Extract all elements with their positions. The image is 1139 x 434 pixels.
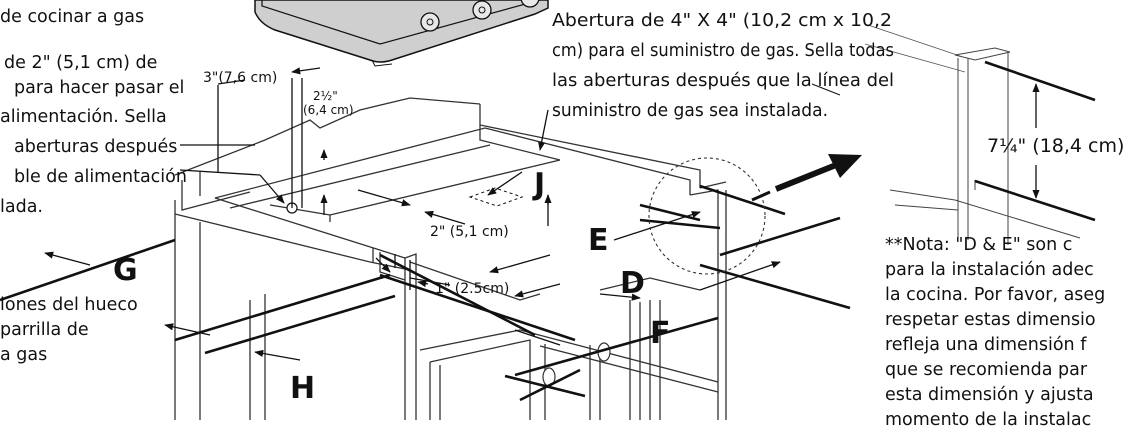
detail-dimension-lines	[974, 60, 1096, 222]
note-line: **Nota: "D & E" son c	[885, 235, 1072, 255]
note-line: cm) para el suministro de gas. Sella tod…	[552, 41, 894, 61]
label-h: H	[290, 371, 315, 406]
note-recommended-dimensions: **Nota: "D & E" son c para la instalació…	[885, 235, 1105, 430]
note-line: parrilla de	[0, 320, 89, 340]
label-g: G	[113, 253, 138, 288]
callout-arrow	[751, 154, 862, 202]
dim-2half-in-label: 2½"	[313, 89, 338, 103]
cooktop-illustration	[254, 0, 549, 67]
note-line: la cocina. Por favor, aseg	[885, 285, 1105, 305]
dim-1in-label: 1" (2.5cm)	[435, 281, 509, 297]
dim-3in-label: 3"(7,6 cm)	[203, 70, 277, 86]
label-j: J	[532, 167, 545, 202]
note-cutout-dimensions: iones del hueco parrilla de a gas	[0, 295, 138, 365]
note-line: ble de alimentación	[14, 167, 187, 187]
note-line: que se recomienda par	[885, 360, 1088, 380]
note-line: alimentación. Sella	[0, 107, 167, 127]
dim-2half-cm-label: (6,4 cm)	[303, 103, 354, 117]
note-line: lada.	[0, 197, 43, 217]
note-line: momento de la instalac	[885, 410, 1091, 430]
cooktop-knob-icon	[472, 0, 492, 20]
label-e: E	[588, 223, 609, 258]
note-line: refleja una dimensión f	[885, 335, 1087, 355]
note-gas-opening: Abertura de 4" X 4" (10,2 cm x 10,2 cm) …	[552, 11, 894, 121]
note-electrical-hole: de 2" (5,1 cm) de para hacer pasar el al…	[0, 53, 187, 217]
countertop-structure	[174, 97, 727, 420]
dimension-arrows	[44, 67, 781, 361]
note-line: iones del hueco	[0, 295, 138, 315]
dim-2in-label: 2" (5,1 cm)	[430, 224, 509, 240]
note-line: de 2" (5,1 cm) de	[4, 53, 157, 73]
cooktop-knob-icon	[520, 0, 540, 8]
cooktop-knob-icon	[420, 12, 440, 32]
label-d: D	[620, 266, 645, 301]
note-line: suministro de gas sea instalada.	[552, 101, 828, 121]
note-line: respetar estas dimensio	[885, 310, 1096, 330]
note-line: para la instalación adec	[885, 260, 1094, 280]
label-f: F	[650, 316, 671, 351]
gas-opening	[468, 187, 524, 207]
note-line: Abertura de 4" X 4" (10,2 cm x 10,2	[552, 11, 892, 31]
detail-leader	[811, 83, 841, 96]
dim-7quarter-label: 7¼" (18,4 cm)	[987, 135, 1124, 157]
note-line: para hacer pasar el	[14, 78, 184, 98]
dimension-lines	[0, 184, 851, 402]
detail-circle	[648, 157, 766, 275]
note-line: las aberturas después que la línea del	[552, 71, 894, 91]
note-line: a gas	[0, 345, 47, 365]
note-line: esta dimensión y ajusta	[885, 385, 1094, 405]
detail-view	[889, 47, 1081, 245]
note-line: aberturas después	[14, 137, 177, 157]
note-cooktop-gas: de cocinar a gas	[0, 7, 144, 27]
